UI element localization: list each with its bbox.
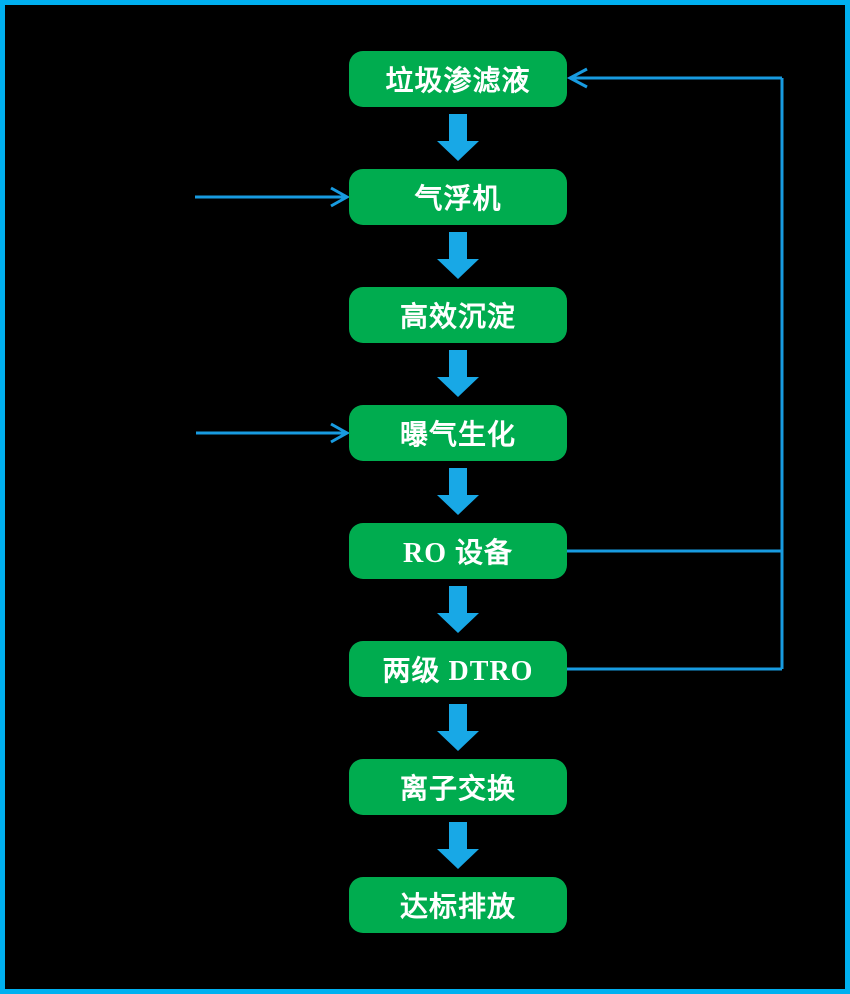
node-high-efficiency-sedimentation: 高效沉淀 (349, 287, 567, 343)
node-ro-equipment: RO 设备 (349, 523, 567, 579)
arrow-down-6 (437, 704, 479, 751)
arrow-down-7 (437, 822, 479, 869)
node-leachate: 垃圾渗滤液 (349, 51, 567, 107)
node-ion-exchange: 离子交换 (349, 759, 567, 815)
arrow-down-2 (437, 232, 479, 279)
inlet-arrow-air-flotation (195, 186, 351, 208)
node-air-flotation: 气浮机 (349, 169, 567, 225)
arrow-down-3 (437, 350, 479, 397)
arrow-down-5 (437, 586, 479, 633)
node-two-stage-dtro: 两级 DTRO (349, 641, 567, 697)
inlet-arrow-aeration (196, 422, 351, 444)
recycle-loop (566, 67, 784, 671)
node-standard-discharge: 达标排放 (349, 877, 567, 933)
arrow-down-4 (437, 468, 479, 515)
node-aeration-biochemical: 曝气生化 (349, 405, 567, 461)
arrow-down-1 (437, 114, 479, 161)
block-arrows-down (437, 114, 479, 869)
